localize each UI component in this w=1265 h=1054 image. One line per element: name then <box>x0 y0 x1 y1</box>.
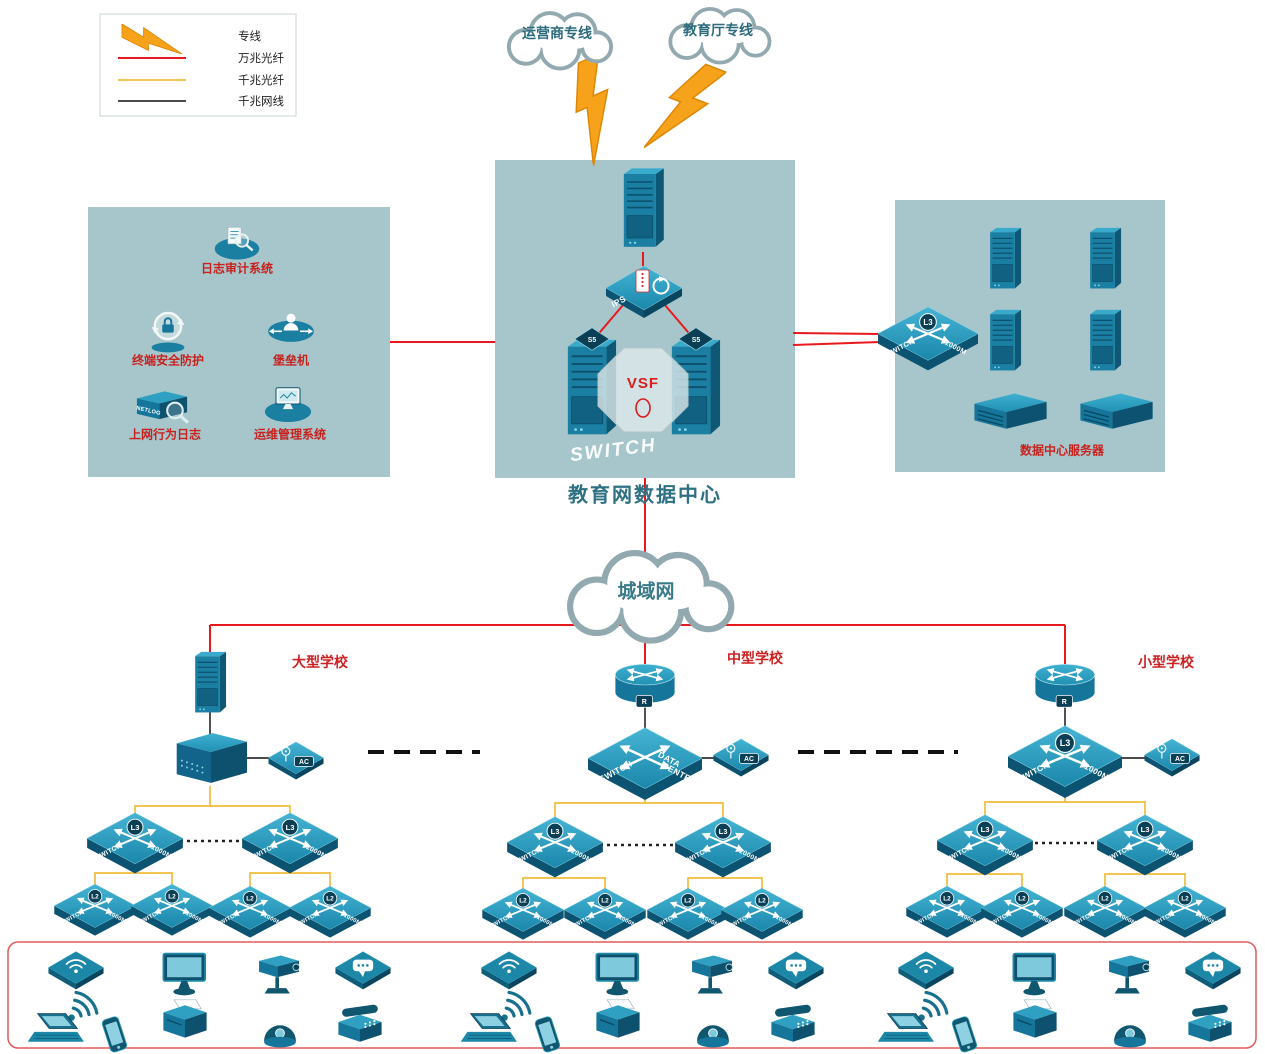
datacenter-title: 教育网数据中心 <box>568 484 722 507</box>
laptop-icon <box>877 1013 934 1043</box>
telephone-icon <box>771 1004 815 1042</box>
telephone-icon <box>338 1004 382 1042</box>
vsf-ring: VSF <box>597 347 689 433</box>
laptop-icon <box>27 1013 84 1043</box>
legend-frame <box>99 13 297 117</box>
medium-school-router <box>615 664 674 707</box>
printer-icon <box>162 999 208 1039</box>
wireless-ap-icon <box>480 950 538 991</box>
server-4 <box>1089 309 1122 372</box>
cctv-camera-icon <box>257 953 302 996</box>
small-school-core-switch <box>1008 726 1122 798</box>
printer-icon <box>1012 999 1058 1039</box>
l2-switch <box>647 888 728 940</box>
l2-switch <box>289 886 370 938</box>
firewall-appliance <box>622 167 665 248</box>
legend-box <box>99 13 297 117</box>
endpoint-protection-label: 终端安全防护 <box>131 353 205 368</box>
wifi-signal-icon <box>499 990 532 1023</box>
metro-cloud-label: 城域网 <box>617 581 675 603</box>
wifi-signal-icon <box>916 990 949 1023</box>
medium-school-core-switch <box>588 728 702 800</box>
l2-switch <box>54 884 135 936</box>
large-school-ac <box>267 741 325 781</box>
netlog-label: 上网行为日志 <box>128 427 202 442</box>
dome-camera-icon <box>263 1024 297 1048</box>
bastion-host-label: 堡垒机 <box>272 353 310 368</box>
l2-switch <box>564 888 645 940</box>
small-school-router <box>1035 664 1094 707</box>
wireless-ap-icon <box>897 950 955 991</box>
large-school-core-device <box>176 733 247 783</box>
l3-switch-large-1 <box>87 813 183 874</box>
small-school-label: 小型学校 <box>1138 654 1194 670</box>
large-school-label: 大型学校 <box>292 654 348 670</box>
l2-switch <box>482 888 563 940</box>
endpoint-protection-icon <box>150 311 186 354</box>
l3-switch-small-1 <box>937 815 1033 876</box>
vsf-label: VSF <box>627 375 659 392</box>
dedicated-line-bolt-carrier <box>551 53 641 167</box>
l2-switch <box>721 888 802 940</box>
server-panel-title: 数据中心服务器 <box>1019 443 1105 458</box>
education-cloud-label: 教育厅专线 <box>683 24 753 39</box>
wifi-signal-icon <box>66 990 99 1023</box>
desktop-monitor-icon <box>595 952 640 997</box>
wireless-ap-icon <box>47 950 105 991</box>
l2-switch <box>131 884 212 936</box>
server-3 <box>989 309 1022 372</box>
legend-item-1g-copper: 千兆网线 <box>238 96 284 108</box>
legend-item-1g-fiber: 千兆光纤 <box>238 75 284 87</box>
desktop-monitor-icon <box>162 952 207 997</box>
l2-switch <box>981 886 1062 938</box>
ellipsis-dashes <box>180 750 1100 847</box>
ips-device: IPS <box>605 265 683 318</box>
carrier-cloud-label: 运营商专线 <box>522 27 592 42</box>
l2-switch <box>1064 886 1145 938</box>
l2-switch <box>1144 886 1225 938</box>
laptop-icon <box>460 1013 517 1043</box>
l3-switch-large-2 <box>242 813 338 874</box>
l3-switch-small-2 <box>1097 815 1193 876</box>
l3-switch-medium-1 <box>507 817 603 878</box>
cctv-camera-icon <box>1107 953 1152 996</box>
log-audit-label: 日志审计系统 <box>200 261 274 276</box>
ops-management-label: 运维管理系统 <box>253 427 327 442</box>
medium-school-ac <box>712 738 770 778</box>
legend-item-10g-fiber: 万兆光纤 <box>238 53 284 65</box>
l3-switch-medium-2 <box>675 817 771 878</box>
terminal-devices-box <box>7 941 1257 1049</box>
dedicated-line-bolt-education <box>642 53 728 167</box>
medium-school-label: 中型学校 <box>727 650 783 666</box>
dome-camera-icon <box>1113 1024 1147 1048</box>
chat-terminal-icon <box>335 951 391 990</box>
l2-switch <box>906 886 987 938</box>
small-school-ac <box>1143 738 1201 778</box>
large-school-gateway <box>194 651 227 714</box>
telephone-icon <box>1188 1004 1232 1042</box>
chat-terminal-icon <box>768 951 824 990</box>
server-2 <box>1089 227 1122 290</box>
server-1 <box>989 227 1022 290</box>
printer-icon <box>595 999 641 1039</box>
desktop-monitor-icon <box>1012 952 1057 997</box>
chat-terminal-icon <box>1185 951 1241 990</box>
l2-switch <box>209 886 290 938</box>
cctv-camera-icon <box>690 953 735 996</box>
dome-camera-icon <box>696 1024 730 1048</box>
legend-item-dedicated-line: 专线 <box>238 31 261 43</box>
